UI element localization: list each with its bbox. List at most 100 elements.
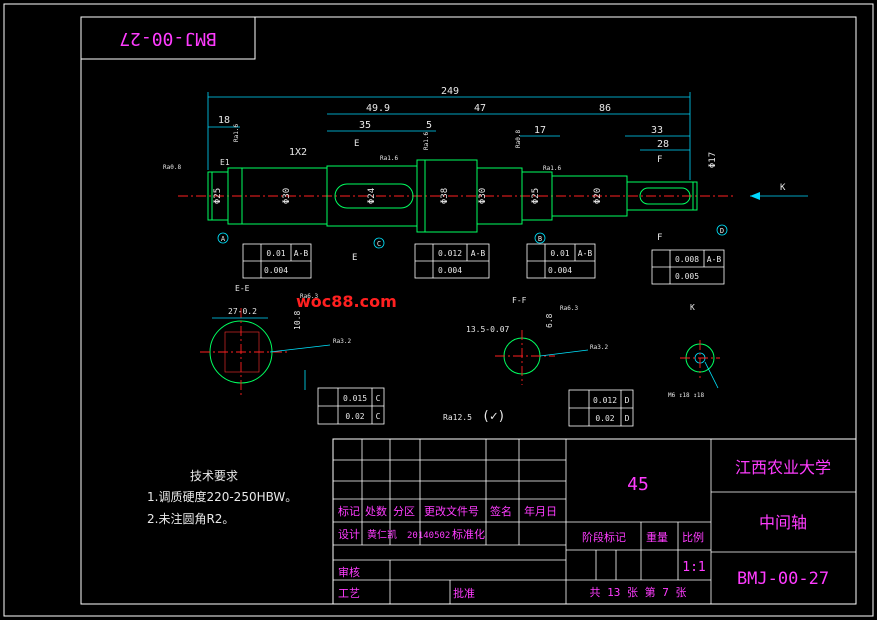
dim-dia-17: Φ17	[708, 152, 718, 168]
svg-text:0.004: 0.004	[438, 266, 462, 275]
svg-text:0.005: 0.005	[675, 272, 699, 281]
tech-req-title: 技术要求	[190, 469, 238, 483]
title-sheets: 共 13 张 第 7 张	[590, 585, 687, 599]
ff-roughness-1: Ra6.3	[560, 305, 578, 312]
roughness-mark-3: Ra1.6	[233, 124, 240, 142]
svg-text:A-B: A-B	[578, 249, 593, 258]
ff-depth-dim: 6.8	[545, 313, 554, 328]
svg-text:A-B: A-B	[294, 249, 309, 258]
svg-text:重量: 重量	[646, 530, 668, 544]
title-block: 标记 处数 分区 更改文件号 签名 年月日 设计 黄仁凯 20140502 标准…	[332, 438, 857, 605]
ee-roughness-1: Ra6.3	[300, 293, 318, 300]
svg-text:年月日: 年月日	[524, 504, 557, 518]
dim-33: 33	[651, 125, 663, 136]
svg-text:处数: 处数	[365, 505, 387, 518]
tolerance-frame-2: 0.012 A-B 0.004	[414, 243, 490, 279]
svg-text:审核: 审核	[338, 565, 360, 579]
svg-text:标准化: 标准化	[452, 527, 485, 541]
section-ee-label: E-E	[235, 284, 250, 293]
dim-dia-30-b: Φ30	[478, 188, 488, 204]
svg-text:更改文件号: 更改文件号	[424, 504, 479, 518]
general-roughness-symbol: (✓)	[482, 409, 505, 424]
svg-text:设计: 设计	[338, 528, 360, 541]
section-ee: E-E 27-0.2 10.8 Ra6.3 Ra3.2 0.015 C 0.02…	[200, 284, 385, 425]
ee-roughness-2: Ra3.2	[333, 338, 351, 345]
title-scale-value: 1:1	[682, 560, 705, 575]
dim-5: 5	[426, 120, 432, 131]
roughness-mark-1: Ra0.8	[163, 164, 181, 171]
tech-req-item-2: 2.未注圆角R2。	[147, 511, 234, 526]
tolerance-frame-3: 0.01 A-B 0.004	[526, 243, 596, 279]
ff-roughness-2: Ra3.2	[590, 344, 608, 351]
svg-text:0.01: 0.01	[550, 249, 569, 258]
title-material: 45	[627, 474, 649, 495]
view-k: K M6 ↧18 ↧18	[668, 303, 720, 399]
svg-text:0.012: 0.012	[593, 396, 617, 405]
svg-text:A-B: A-B	[707, 255, 722, 264]
title-drawing-no: BMJ-00-27	[737, 569, 829, 589]
section-mark-f-bottom: F	[657, 233, 662, 243]
svg-text:0.004: 0.004	[548, 266, 572, 275]
svg-text:阶段标记: 阶段标记	[582, 530, 626, 544]
dim-86: 86	[599, 103, 611, 114]
section-mark-f-top: F	[657, 155, 662, 165]
dim-dia-24: Φ24	[367, 188, 377, 204]
outer-frame	[3, 3, 874, 617]
roughness-mark-4: Ra0.8	[515, 130, 522, 148]
dim-total-length: 249	[441, 86, 459, 97]
dim-1x2: 1X2	[289, 147, 307, 158]
datum-d: D	[720, 227, 724, 235]
section-mark-k-arrow: K	[780, 183, 786, 193]
svg-text:批准: 批准	[453, 586, 475, 600]
svg-text:0.004: 0.004	[264, 266, 288, 275]
svg-text:D: D	[625, 396, 630, 405]
roughness-mark-2: Ra1.6	[380, 155, 398, 162]
dim-dia-30-a: Φ30	[282, 188, 292, 204]
tech-req-item-1: 1.调质硬度220-250HBW。	[147, 489, 297, 504]
svg-text:签名: 签名	[490, 504, 512, 518]
svg-text:分区: 分区	[393, 505, 415, 518]
section-ff: F-F 13.5-0.07 6.8 Ra6.3 Ra3.2 0.012 D 0.…	[466, 296, 634, 427]
section-ff-label: F-F	[512, 296, 527, 305]
ff-width-dim: 13.5-0.07	[466, 325, 510, 334]
svg-text:E1: E1	[220, 158, 230, 167]
datum-b: B	[538, 235, 542, 243]
technical-requirements: 技术要求 1.调质硬度220-250HBW。 2.未注圆角R2。	[147, 469, 297, 526]
ee-width-dim: 27-0.2	[228, 307, 257, 316]
svg-text:D: D	[625, 414, 630, 423]
svg-text:20140502: 20140502	[407, 531, 450, 541]
general-roughness: Ra12.5	[443, 413, 472, 422]
shaft-main-view: 249 49.9 47 86 18 35 5 17 33 28 1X2 Φ25 …	[163, 86, 808, 263]
watermark: woc88.com	[296, 292, 397, 311]
svg-text:A-B: A-B	[471, 249, 486, 258]
svg-text:比例: 比例	[682, 530, 704, 544]
section-mark-e-bottom: E	[352, 253, 357, 263]
svg-text:0.015: 0.015	[343, 394, 367, 403]
svg-text:标记: 标记	[338, 504, 360, 518]
dim-dia-38: Φ38	[440, 188, 450, 204]
view-k-note: M6 ↧18 ↧18	[668, 392, 705, 399]
title-school: 江西农业大学	[735, 458, 831, 477]
svg-text:0.012: 0.012	[438, 249, 462, 258]
dim-dia-25-a: Φ25	[213, 188, 223, 204]
ee-depth-dim: 10.8	[293, 311, 302, 330]
tolerance-frame-1: 0.01 A-B 0.004	[242, 243, 312, 279]
svg-text:C: C	[376, 394, 381, 403]
view-k-label: K	[690, 303, 695, 312]
roughness-mark-6: Ra1.6	[423, 132, 430, 150]
svg-text:0.01: 0.01	[266, 249, 285, 258]
svg-text:0.008: 0.008	[675, 255, 699, 264]
dim-dia-25-b: Φ25	[531, 188, 541, 204]
roughness-mark-5: Ra1.6	[543, 165, 561, 172]
svg-text:C: C	[376, 412, 381, 421]
dim-dia-20: Φ20	[593, 188, 603, 204]
svg-text:工艺: 工艺	[338, 587, 360, 600]
datum-a: A	[221, 235, 226, 243]
title-part-name: 中间轴	[759, 513, 807, 532]
svg-text:黄仁凯: 黄仁凯	[367, 528, 397, 541]
svg-text:0.02: 0.02	[345, 412, 364, 421]
dim-47: 47	[474, 103, 486, 114]
dim-49-9: 49.9	[366, 103, 390, 114]
drawing-number-stamp: BMJ-00-27	[80, 16, 256, 60]
